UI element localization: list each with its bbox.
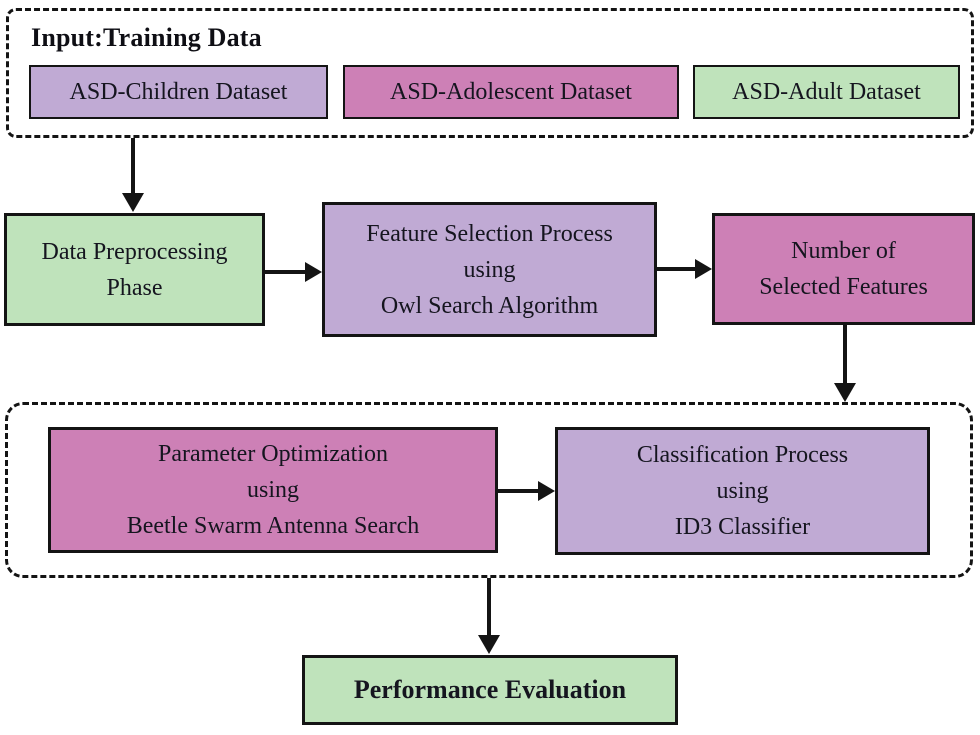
node-classification: Classification Process using ID3 Classif…	[555, 427, 930, 555]
node-performance-evaluation: Performance Evaluation	[302, 655, 678, 725]
arrow-group-to-performance-evaluation	[487, 578, 491, 635]
node-label-line: Selected Features	[759, 274, 928, 300]
arrow-optimization-to-classification	[498, 489, 538, 493]
node-label-line: Classification Process	[636, 442, 849, 468]
node-label: ASD-Adolescent Dataset	[390, 79, 632, 105]
node-label: ASD-Children Dataset	[69, 79, 288, 105]
node-feature-selection: Feature Selection Process using Owl Sear…	[322, 202, 657, 337]
optimization-classification-group	[5, 402, 973, 578]
arrow-selected-features-to-optimization-group	[843, 325, 847, 383]
node-data-preprocessing: Data Preprocessing Phase	[4, 213, 265, 326]
input-group-title: Input:Training Data	[31, 23, 262, 52]
node-label-line: using	[463, 256, 516, 283]
input-training-data-group: Input:Training Data ASD-Children Dataset…	[6, 8, 974, 138]
arrow-feature-selection-to-selected-features	[657, 267, 695, 271]
node-label-line: ID3 Classifier	[674, 514, 811, 540]
node-label-line: Beetle Swarm Antenna Search	[126, 513, 420, 539]
node-label-line: Phase	[106, 274, 163, 301]
node-label-line: using	[716, 478, 769, 504]
node-selected-features: Number of Selected Features	[712, 213, 975, 325]
node-asd-adult-dataset: ASD-Adult Dataset	[693, 65, 960, 119]
node-label: Performance Evaluation	[353, 675, 627, 704]
node-label-line: using	[246, 477, 299, 503]
node-label-line: Feature Selection Process	[366, 220, 613, 247]
node-label-line: Parameter Optimization	[158, 441, 388, 467]
node-label-line: Number of	[791, 238, 896, 264]
node-parameter-optimization: Parameter Optimization using Beetle Swar…	[48, 427, 498, 553]
arrow-input-to-preprocessing	[131, 138, 135, 193]
node-label-line: Owl Search Algorithm	[380, 292, 599, 319]
node-asd-children-dataset: ASD-Children Dataset	[29, 65, 328, 119]
node-label: ASD-Adult Dataset	[732, 79, 921, 105]
arrow-preprocessing-to-feature-selection	[263, 270, 305, 274]
node-label-line: Data Preprocessing	[41, 238, 228, 265]
node-asd-adolescent-dataset: ASD-Adolescent Dataset	[343, 65, 679, 119]
